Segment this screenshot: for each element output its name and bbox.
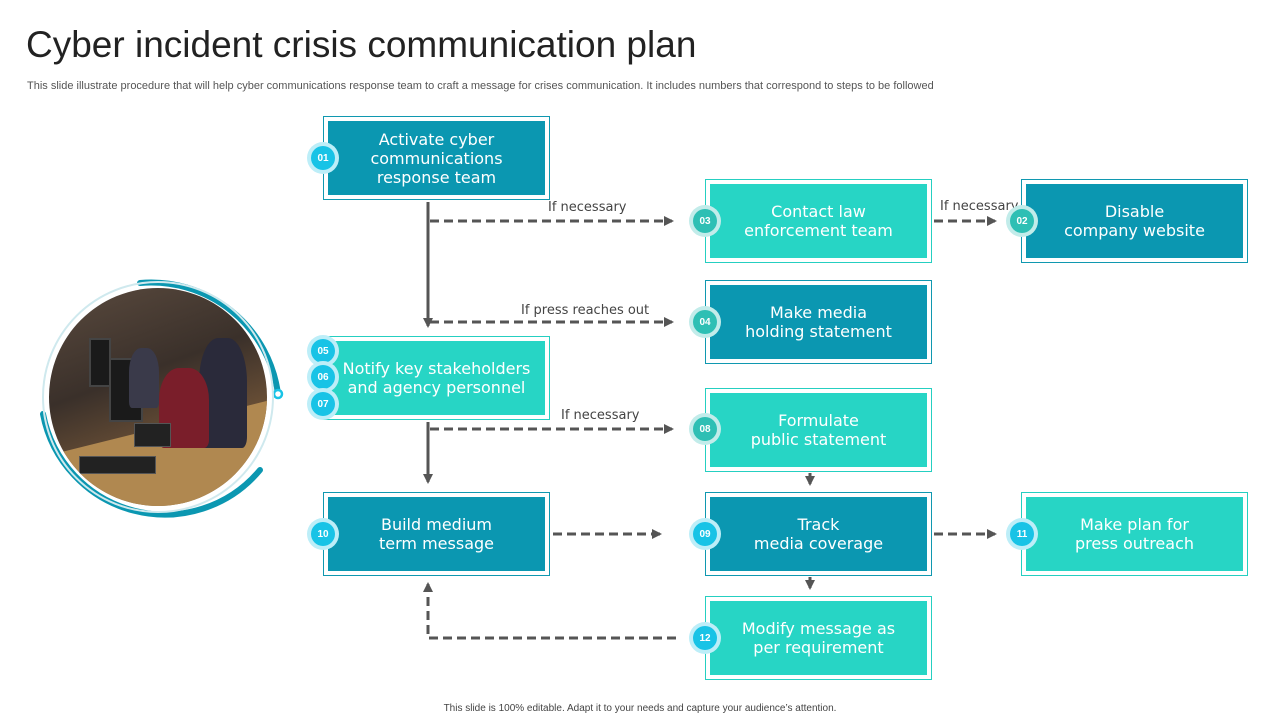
step-number-badge: 01 [311, 146, 335, 170]
step-number-badge: 11 [1010, 522, 1034, 546]
step-number-badge: 02 [1010, 209, 1034, 233]
step-modify-message: Modify message as per requirement [705, 596, 932, 680]
step-number-badge: 05 [311, 339, 335, 363]
step-number-badge: 08 [693, 417, 717, 441]
step-text: Track media coverage [710, 497, 927, 571]
step-track-coverage: Track media coverage [705, 492, 932, 576]
step-text: Formulate public statement [710, 393, 927, 467]
step-text: Activate cyber communications response t… [328, 121, 545, 195]
label-if-necessary: If necessary [940, 199, 1019, 214]
team-photo [49, 288, 267, 506]
step-number-badge: 06 [311, 365, 335, 389]
step-build-message: Build medium term message [323, 492, 550, 576]
step-text: Modify message as per requirement [710, 601, 927, 675]
step-number-badge: 07 [311, 392, 335, 416]
step-text: Disable company website [1026, 184, 1243, 258]
arrow-12-to-10 [423, 582, 676, 640]
step-number-badge: 10 [311, 522, 335, 546]
step-contact-law-enforcement: Contact law enforcement team [705, 179, 932, 263]
page-subtitle: This slide illustrate procedure that wil… [27, 80, 934, 92]
step-media-holding-statement: Make media holding statement [705, 280, 932, 364]
step-press-outreach: Make plan for press outreach [1021, 492, 1248, 576]
label-if-press-reaches-out: If press reaches out [521, 303, 650, 318]
step-number-badge: 12 [693, 626, 717, 650]
step-number-badge: 03 [693, 209, 717, 233]
step-text: Build medium term message [328, 497, 545, 571]
footer-note: This slide is 100% editable. Adapt it to… [443, 703, 837, 714]
step-text: Notify key stakeholders and agency perso… [328, 341, 545, 415]
label-if-necessary: If necessary [548, 200, 627, 215]
step-text: Contact law enforcement team [710, 184, 927, 258]
step-number-badge: 09 [693, 522, 717, 546]
page-title: Cyber incident crisis communication plan [26, 24, 697, 65]
step-notify-stakeholders: Notify key stakeholders and agency perso… [323, 336, 550, 420]
step-number-badge: 04 [693, 310, 717, 334]
step-text: Make plan for press outreach [1026, 497, 1243, 571]
step-activate-team: Activate cyber communications response t… [323, 116, 550, 200]
step-disable-website: Disable company website [1021, 179, 1248, 263]
step-formulate-statement: Formulate public statement [705, 388, 932, 472]
label-if-necessary: If necessary [561, 408, 640, 423]
step-text: Make media holding statement [710, 285, 927, 359]
